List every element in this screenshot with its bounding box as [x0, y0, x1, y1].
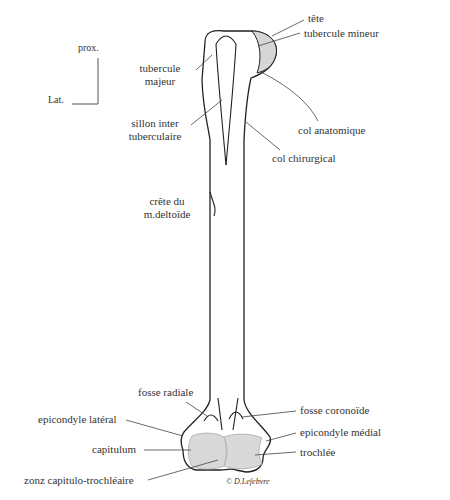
- intertubercular-groove: [226, 44, 236, 165]
- leader-line: [255, 452, 296, 455]
- leader-line: [246, 122, 280, 150]
- axis-proximal: [98, 58, 99, 104]
- part-label: trochlée: [300, 446, 335, 459]
- trochlea-surface: [224, 434, 262, 469]
- part-label: fosse coronoïde: [300, 404, 369, 417]
- part-label: tubercule majeur: [128, 62, 192, 88]
- part-label: fosse radiale: [138, 386, 193, 399]
- intertubercular-groove: [216, 44, 226, 165]
- leader-line: [196, 55, 212, 70]
- part-label: capitulum: [92, 443, 136, 456]
- humeral-head: [252, 31, 276, 73]
- part-label: col anatomique: [298, 124, 366, 137]
- part-label: epicondyle médial: [300, 426, 381, 439]
- capitulum-surface: [188, 433, 226, 469]
- fossa-line: [218, 398, 222, 430]
- leader-line: [242, 411, 296, 417]
- fossa-line: [233, 398, 238, 430]
- leader-line: [186, 402, 207, 416]
- part-label: Lat.: [48, 94, 64, 106]
- part-label: zonz capitulo-trochléaire: [24, 474, 134, 487]
- leader-line: [266, 433, 296, 441]
- leader-line: [191, 100, 222, 125]
- part-label: crête du m.deltoïde: [136, 195, 198, 221]
- deltoid-crest: [210, 192, 215, 216]
- leader-line: [263, 73, 318, 121]
- radial-fossa: [204, 415, 218, 421]
- leader-line: [126, 420, 183, 436]
- humerus-outline: [181, 31, 276, 472]
- part-label: epicondyle latéral: [38, 413, 117, 426]
- axis-lateral: [72, 104, 98, 105]
- part-label: sillon inter tuberculaire: [122, 117, 188, 143]
- leader-line: [258, 33, 300, 46]
- part-label: tête: [308, 12, 324, 25]
- part-label: prox.: [78, 42, 99, 54]
- part-label: tubercule mineur: [304, 27, 379, 40]
- part-label: col chirurgical: [272, 152, 336, 165]
- intertubercular-groove: [216, 36, 236, 44]
- part-label: © D.Lefebvre: [226, 477, 270, 487]
- leader-line: [148, 460, 218, 480]
- leader-line: [144, 450, 191, 451]
